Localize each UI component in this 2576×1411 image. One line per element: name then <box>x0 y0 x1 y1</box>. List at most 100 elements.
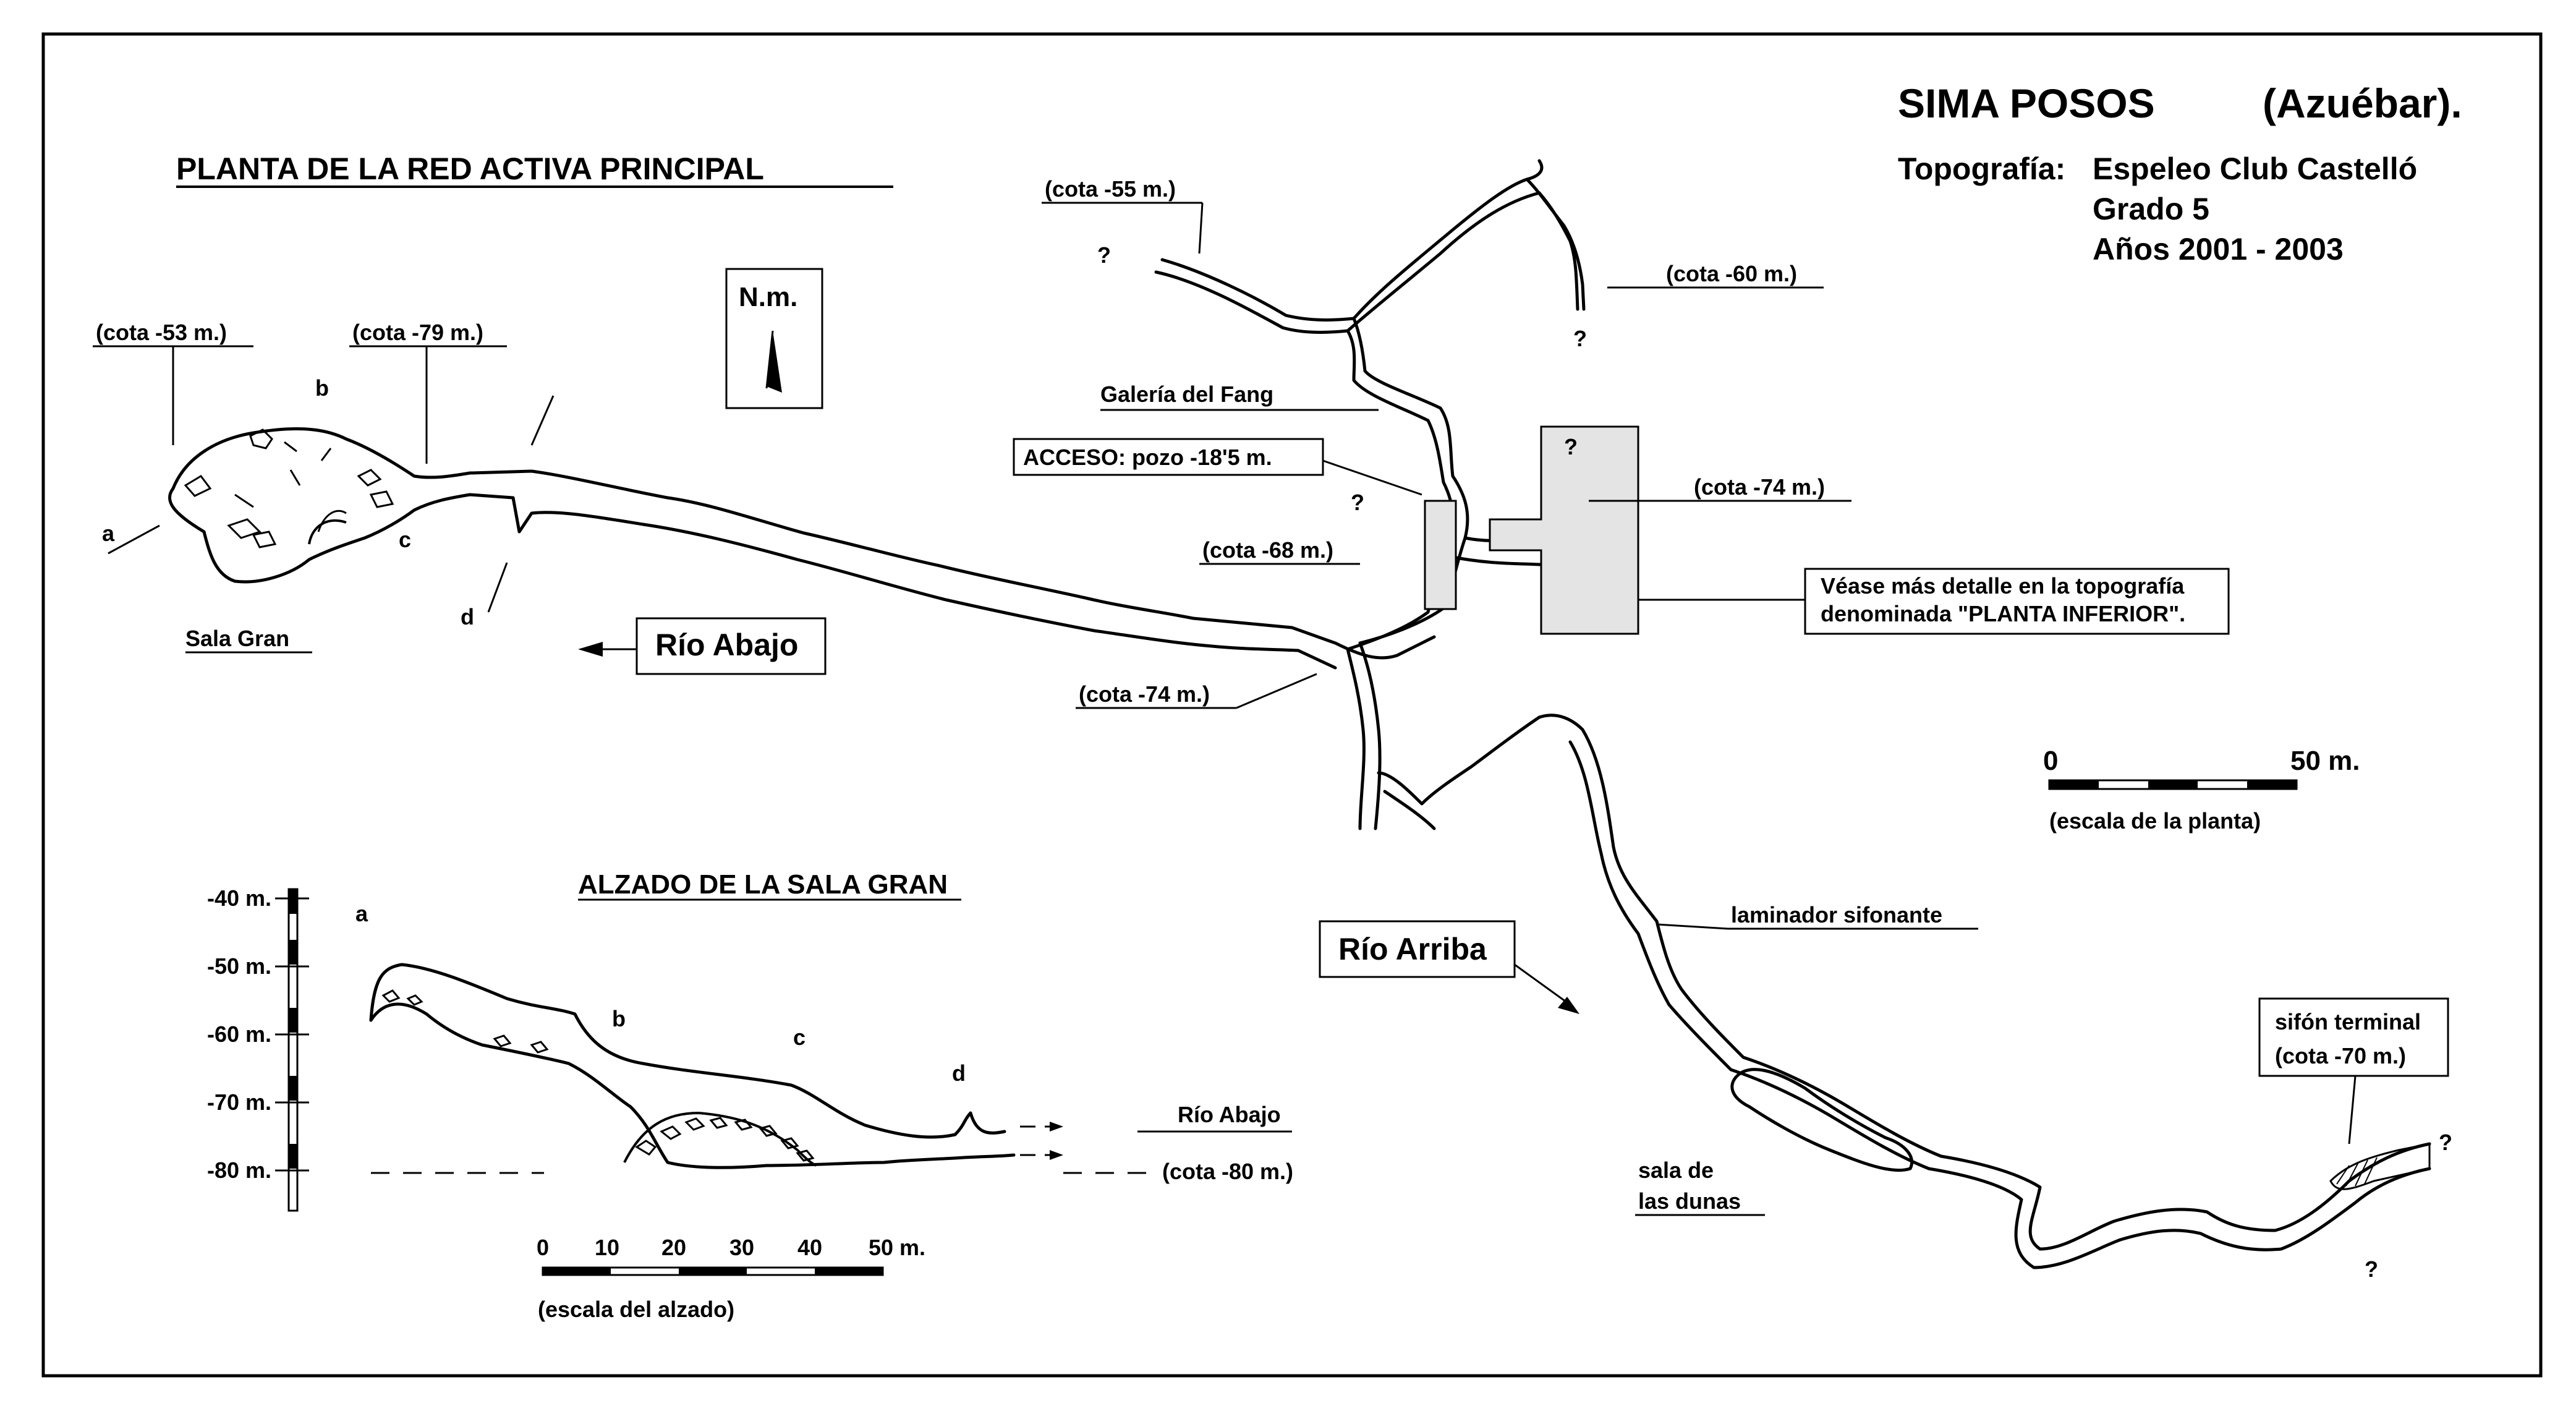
question-60: ? <box>1573 326 1587 351</box>
topografia-label: Topografía: <box>1898 151 2065 186</box>
elev-scale-20: 20 <box>661 1235 686 1260</box>
elevation-title: ALZADO DE LA SALA GRAN <box>578 869 948 900</box>
elev-axis-80: -80 m. <box>207 1157 271 1183</box>
acceso-box <box>1013 438 1324 476</box>
north-branch-east <box>1525 177 1586 311</box>
galeria-del-fang-label: Galería del Fang <box>1100 382 1273 407</box>
elevation-boulders <box>381 989 815 1162</box>
elev-letter-a: a <box>355 901 368 926</box>
question-55: ? <box>1097 242 1111 268</box>
north-label: N.m. <box>739 282 797 312</box>
cota-55: (cota -55 m.) <box>1045 176 1176 202</box>
cota-74b-leader <box>1236 673 1317 709</box>
elev-scale-40: 40 <box>797 1235 822 1260</box>
elev-scale-0: 0 <box>537 1235 549 1260</box>
map-frame <box>41 32 2543 1378</box>
plan-scale-bar <box>2048 779 2298 790</box>
planta-inferior-shaded <box>1489 425 1639 635</box>
rio-arriba-passage-lower <box>1568 740 2431 1269</box>
question-sifon-1: ? <box>2439 1130 2452 1155</box>
elev-letter-c: c <box>793 1025 806 1050</box>
north-arrow-shaft <box>765 330 774 389</box>
sifon-label-2: (cota -70 m.) <box>2275 1043 2406 1068</box>
section-line-d2 <box>487 562 508 613</box>
map-title: SIMA POSOS <box>1898 80 2155 126</box>
north-arrow-icon <box>767 331 782 393</box>
acceso-shaded-area <box>1424 500 1457 610</box>
vease-line-1: Véase más detalle en la topografía <box>1821 573 2185 599</box>
elevation-scale-caption: (escala del alzado) <box>538 1297 734 1322</box>
cota-79: (cota -79 m.) <box>352 320 483 345</box>
plan-scale-50: 50 m. <box>2290 746 2360 776</box>
rio-abajo-box <box>635 617 827 675</box>
elevation-arrow-icon-1 <box>1050 1122 1063 1132</box>
elevation-floor <box>369 1002 1016 1169</box>
galeria-del-fang-tunnel <box>1346 159 1544 333</box>
rio-arriba-box <box>1319 920 1516 978</box>
anos: Años 2001 - 2003 <box>2093 232 2344 266</box>
elev-scale-30: 30 <box>729 1235 754 1260</box>
sifon-label-1: sifón terminal <box>2275 1009 2421 1034</box>
sala-gran-label: Sala Gran <box>185 626 289 651</box>
elev-letter-d: d <box>952 1060 966 1086</box>
question-74: ? <box>1564 434 1578 459</box>
acceso-label: ACCESO: pozo -18'5 m. <box>1023 445 1272 470</box>
plan-title: PLANTA DE LA RED ACTIVA PRINCIPAL <box>176 151 764 186</box>
elevation-arrow-icon-2 <box>1050 1150 1063 1160</box>
cota-68: (cota -68 m.) <box>1202 537 1333 563</box>
sala-gran-outline-lower <box>202 493 1337 670</box>
rio-arriba-arrow-line <box>1514 963 1571 1006</box>
vease-line-2: denominada "PLANTA INFERIOR". <box>1821 601 2185 626</box>
sala-dunas-label-2: las dunas <box>1638 1188 1741 1214</box>
sala-de-las-dunas <box>1730 1068 1914 1172</box>
acceso-leader <box>1322 459 1422 496</box>
map-location: (Azuébar). <box>2263 80 2462 126</box>
letter-b: b <box>315 375 329 401</box>
rio-arriba-label: Río Arriba <box>1338 932 1487 966</box>
question-sifon-2: ? <box>2365 1256 2378 1282</box>
rio-abajo-label: Río Abajo <box>655 628 798 662</box>
cota-74a: (cota -74 m.) <box>1694 474 1825 500</box>
elev-cota-80: (cota -80 m.) <box>1162 1159 1293 1184</box>
elev-axis-60: -60 m. <box>207 1021 271 1047</box>
letter-d: d <box>461 604 474 629</box>
north-branch-west <box>1154 258 1356 334</box>
elevation-ceiling <box>369 963 1006 1139</box>
sifon-hatch-lines <box>2336 1157 2378 1187</box>
sifon-box <box>2258 997 2449 1077</box>
club-name: Espeleo Club Castelló <box>2093 151 2417 186</box>
elev-rio-abajo: Río Abajo <box>1178 1102 1281 1127</box>
elevation-scale-bar <box>542 1266 884 1276</box>
letter-a: a <box>102 521 115 546</box>
sala-gran-boulders <box>184 428 394 548</box>
elev-letter-b: b <box>612 1006 626 1031</box>
laminador-leader <box>1656 923 1728 930</box>
grado: Grado 5 <box>2093 192 2209 226</box>
rio-arriba-arrow-icon <box>1558 997 1579 1014</box>
south-loop-74 <box>1346 641 1584 830</box>
elevation-axis <box>275 888 309 1212</box>
sala-gran-outline <box>171 427 1436 660</box>
section-line-a <box>108 524 160 555</box>
section-line-d1 <box>530 395 555 446</box>
question-68: ? <box>1351 490 1364 515</box>
elev-axis-70: -70 m. <box>207 1089 271 1115</box>
elev-scale-10: 10 <box>595 1235 619 1260</box>
elevation-boulder-pile <box>623 1111 817 1167</box>
vease-box <box>1804 568 2230 635</box>
letter-c: c <box>399 527 411 552</box>
laminador-label: laminador sifonante <box>1731 902 1942 927</box>
sala-dunas-label-1: sala de <box>1638 1157 1714 1183</box>
cota-60: (cota -60 m.) <box>1666 261 1797 286</box>
rio-arriba-passage <box>1581 728 2431 1251</box>
plan-scale-0: 0 <box>2043 746 2058 776</box>
sala-gran-west <box>168 487 206 534</box>
cota-55-leader <box>1198 202 1204 254</box>
rio-abajo-arrow-icon <box>578 642 603 657</box>
sifon-terminal-hatch <box>2329 1143 2431 1190</box>
plan-scale-caption: (escala de la planta) <box>2049 808 2261 833</box>
elev-axis-40: -40 m. <box>207 885 271 911</box>
cota-53: (cota -53 m.) <box>96 320 227 345</box>
elev-scale-50: 50 m. <box>869 1235 925 1260</box>
